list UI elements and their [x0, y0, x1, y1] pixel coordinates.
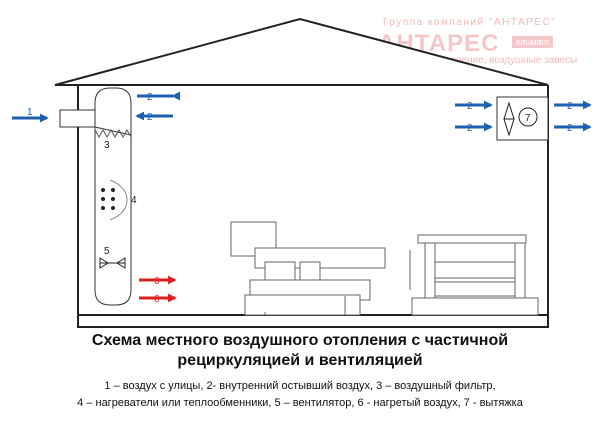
machine-rolls — [409, 234, 539, 316]
watermark-group: Группа компаний "АНТАРЕС" — [383, 17, 557, 28]
heater-element — [101, 197, 105, 201]
exhaust-fan-icon — [503, 101, 515, 137]
intake-duct — [59, 109, 96, 128]
label-cooled-air: 2 — [147, 92, 153, 103]
heater-element — [101, 188, 105, 192]
watermark-tag: климат — [512, 36, 554, 48]
heaters — [101, 188, 115, 210]
label-fan: 5 — [104, 246, 110, 257]
machine-base — [244, 294, 361, 316]
watermark-subtitle: Воздушное отопление, воздушные завесы — [380, 55, 578, 66]
label-cooled-air: 2 — [567, 123, 573, 134]
label-cooled-air: 2 — [467, 123, 473, 134]
diagram-legend: 1 – воздух с улицы, 2- внутренний остывш… — [0, 378, 600, 412]
label-cooled-air: 2 — [567, 101, 573, 112]
heating-scheme-diagram: 1 2 2 3 4 5 6 6 2 2 2 2 7 — [12, 17, 592, 328]
title-line: Схема местного воздушного отопления с ча… — [91, 332, 509, 349]
diagram-labels: 1 2 2 3 4 5 6 6 2 2 2 2 7 — [27, 92, 573, 305]
label-heaters: 4 — [131, 195, 137, 206]
air-flow-arrows — [12, 91, 592, 303]
title-line: рециркуляцией и вентиляцией — [177, 352, 423, 369]
fan — [99, 257, 126, 269]
heater-element — [101, 206, 105, 210]
heater-element — [111, 188, 115, 192]
heater-bracket — [109, 179, 128, 221]
legend-line: 4 – нагреватели или теплообменники, 5 – … — [77, 397, 523, 409]
label-cooled-air: 2 — [467, 101, 473, 112]
air-filter — [94, 128, 132, 139]
label-heated-air: 6 — [154, 276, 160, 287]
roll-cylinder — [434, 261, 516, 279]
diagram-title: Схема местного воздушного отопления с ча… — [0, 331, 600, 371]
exhaust-label-circle — [518, 107, 538, 127]
roof — [54, 17, 549, 86]
roll-cylinder — [434, 281, 516, 297]
exhaust-unit — [496, 96, 549, 141]
legend-line: 1 – воздух с улицы, 2- внутренний остывш… — [104, 380, 496, 392]
air-handling-unit — [59, 87, 132, 306]
heater-element — [111, 206, 115, 210]
label-cooled-air: 2 — [147, 112, 153, 123]
label-exhaust: 7 — [525, 113, 531, 124]
machine-lathe — [230, 221, 386, 316]
label-outside-air: 1 — [27, 107, 33, 118]
rolls-base — [411, 297, 539, 316]
rolls-top-bar — [417, 234, 527, 244]
label-heated-air: 6 — [154, 294, 160, 305]
duct-body — [94, 87, 132, 306]
heater-element — [111, 197, 115, 201]
floor-slab — [77, 314, 549, 328]
label-filter: 3 — [104, 140, 110, 151]
